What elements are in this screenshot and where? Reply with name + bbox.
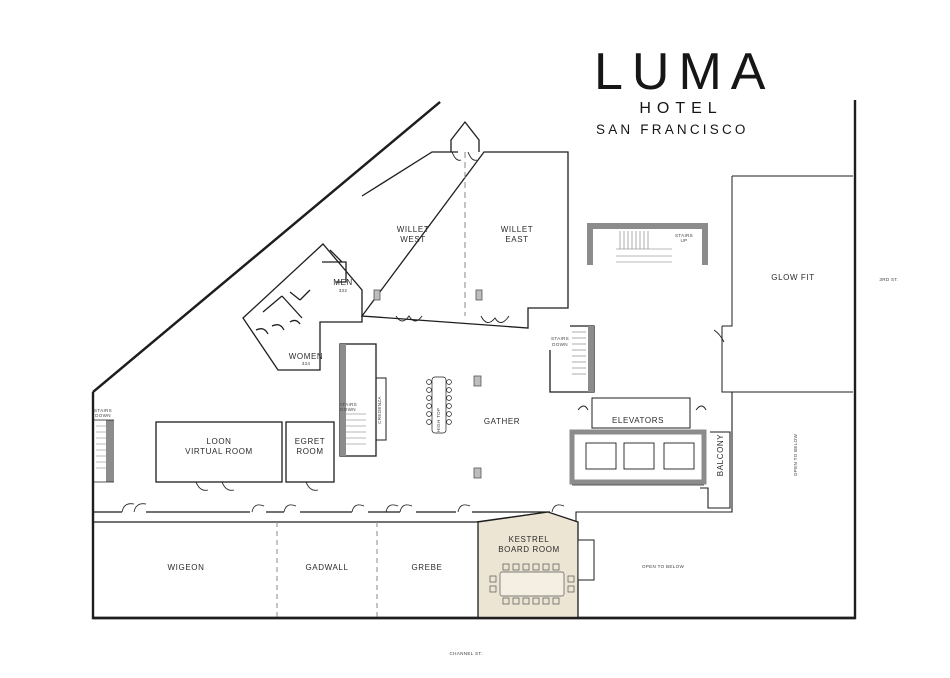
balcony xyxy=(700,431,731,509)
label-gather: GATHER xyxy=(484,417,520,426)
label-men-number: 332 xyxy=(339,288,348,293)
outer-wall xyxy=(91,100,857,620)
label-women: WOMEN xyxy=(289,352,324,361)
label-kestrel-1: KESTREL xyxy=(509,535,550,544)
label-stairs-down-far-west-1: STAIRS xyxy=(94,408,112,413)
label-open-to-below-east: OPEN TO BELOW xyxy=(793,434,798,477)
label-grebe: GREBE xyxy=(411,563,442,572)
label-stairs-down-west-2: DOWN xyxy=(340,407,356,412)
board-table xyxy=(489,563,575,605)
label-open-to-below-south: OPEN TO BELOW xyxy=(642,564,685,569)
label-stairs-up-2: UP xyxy=(681,238,688,243)
label-willet-east-2: EAST xyxy=(505,235,528,244)
label-loon-2: VIRTUAL ROOM xyxy=(185,447,253,456)
label-wigeon: WIGEON xyxy=(168,563,205,572)
loon-room xyxy=(155,421,283,483)
egret-room xyxy=(285,421,335,483)
label-high-top: HIGH TOP xyxy=(436,408,441,432)
label-glow-fit: GLOW FIT xyxy=(771,273,814,282)
label-channel-st: CHANNEL ST. xyxy=(450,651,483,656)
label-loon-1: LOON xyxy=(206,437,231,446)
label-balcony: BALCONY xyxy=(716,434,725,476)
label-gadwall: GADWALL xyxy=(305,563,348,572)
label-credenza: CREDENZA xyxy=(377,396,382,424)
stairs-up xyxy=(587,223,708,265)
label-egret-2: ROOM xyxy=(296,447,323,456)
label-willet-west-2: WEST xyxy=(400,235,426,244)
label-willet-west-1: WILLET xyxy=(397,225,430,234)
brand-city: SAN FRANCISCO xyxy=(596,122,749,137)
restroom-block xyxy=(242,243,363,371)
label-3rd-st: 3RD ST. xyxy=(879,277,898,282)
brand-hotel: HOTEL xyxy=(639,100,723,117)
label-men: MEN xyxy=(333,278,353,287)
label-women-number: 334 xyxy=(302,361,311,366)
hotel-logo: LUMA HOTEL SAN FRANCISCO xyxy=(594,43,776,137)
label-egret-1: EGRET xyxy=(295,437,326,446)
label-elevators: ELEVATORS xyxy=(612,416,664,425)
elevator-lobby xyxy=(591,397,691,429)
label-kestrel-2: BOARD ROOM xyxy=(498,545,560,554)
label-stairs-down-west-1: STAIRS xyxy=(339,402,357,407)
label-willet-east-1: WILLET xyxy=(501,225,534,234)
brand-name: LUMA xyxy=(594,43,775,101)
label-stairs-down-east-2: DOWN xyxy=(552,342,568,347)
glow-fit-room xyxy=(721,175,853,393)
high-top-tables xyxy=(426,376,452,434)
willet-ballroom xyxy=(360,151,569,329)
label-stairs-down-east-1: STAIRS xyxy=(551,336,569,341)
label-stairs-up-1: STAIRS xyxy=(675,233,693,238)
label-stairs-down-far-west-2: DOWN xyxy=(95,413,111,418)
